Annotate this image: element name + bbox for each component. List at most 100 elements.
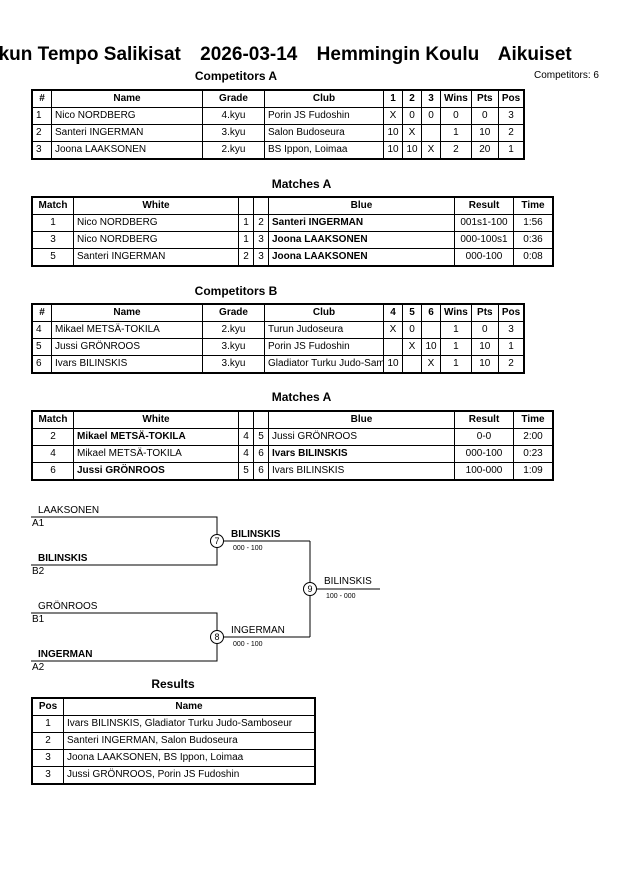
table-cell: 10 bbox=[421, 338, 441, 356]
table-cell: Santeri INGERMAN, Salon Budoseura bbox=[63, 732, 316, 750]
table-cell: 10 bbox=[383, 124, 403, 142]
table-cell: 0 bbox=[421, 107, 441, 125]
column-header: Time bbox=[513, 410, 554, 429]
table-cell: 1 bbox=[31, 214, 74, 232]
table-cell: 10 bbox=[470, 338, 499, 356]
tournament-date: 2026-03-14 bbox=[200, 44, 298, 65]
column-header: 3 bbox=[421, 89, 441, 108]
table-cell: Jussi GRÖNROOS bbox=[73, 462, 239, 481]
match-9-number: 9 bbox=[307, 584, 312, 594]
table-cell: Santeri INGERMAN bbox=[51, 124, 203, 142]
column-header: Club bbox=[264, 89, 384, 108]
table-cell: 1 bbox=[31, 715, 64, 733]
table-cell: 1 bbox=[238, 214, 254, 232]
table-cell: 2 bbox=[440, 141, 472, 160]
table-cell: 10 bbox=[470, 355, 499, 374]
table-cell: 0 bbox=[402, 107, 422, 125]
table-cell: 3.kyu bbox=[202, 338, 265, 356]
table-cell: Ivars BILINSKIS bbox=[268, 462, 455, 481]
table-cell: 1:09 bbox=[513, 462, 554, 481]
table-cell: 5 bbox=[253, 428, 269, 446]
table-cell: 1 bbox=[497, 338, 525, 356]
table-cell: 4 bbox=[31, 321, 52, 339]
table-cell: BS Ippon, Loimaa bbox=[264, 141, 384, 160]
table-cell: Mikael METSÄ-TOKILA bbox=[73, 428, 239, 446]
column-header bbox=[238, 410, 254, 429]
table-cell bbox=[402, 355, 422, 374]
table-cell: Ivars BILINSKIS bbox=[51, 355, 203, 374]
table-cell: 1 bbox=[440, 355, 472, 374]
table-cell: 1 bbox=[497, 141, 525, 160]
table-cell: 2 bbox=[497, 124, 525, 142]
column-header: Name bbox=[63, 697, 316, 716]
table-cell: Mikael METSÄ-TOKILA bbox=[51, 321, 203, 339]
table-cell: 1 bbox=[440, 124, 472, 142]
m8-score: 000 - 100 bbox=[233, 641, 263, 648]
m8-top-seed: B1 bbox=[32, 614, 45, 625]
match-8-number: 8 bbox=[214, 632, 219, 642]
column-header: Blue bbox=[268, 410, 455, 429]
column-header bbox=[238, 196, 254, 215]
column-header: 5 bbox=[402, 303, 422, 322]
table-cell: 0 bbox=[402, 321, 422, 339]
table-cell: 0-0 bbox=[454, 428, 514, 446]
table-cell: 0:36 bbox=[513, 231, 554, 249]
final-score: 100 - 000 bbox=[326, 593, 356, 600]
table-cell: 1 bbox=[440, 338, 472, 356]
table-cell bbox=[383, 338, 403, 356]
competitors-a-title: Competitors A bbox=[194, 69, 278, 83]
m8-winner-name: INGERMAN bbox=[231, 625, 285, 636]
column-header: 6 bbox=[421, 303, 441, 322]
table-cell: 6 bbox=[31, 355, 52, 374]
m7-winner-name: BILINSKIS bbox=[231, 529, 281, 540]
table-cell: 5 bbox=[238, 462, 254, 481]
table-cell: X bbox=[421, 355, 441, 374]
column-header: Name bbox=[51, 89, 203, 108]
table-cell: 0 bbox=[440, 107, 472, 125]
column-header: Grade bbox=[202, 303, 265, 322]
matches-a-title: Matches A bbox=[271, 177, 332, 191]
table-cell: 0:23 bbox=[513, 445, 554, 463]
column-header: Result bbox=[454, 196, 514, 215]
table-cell: Nico NORDBERG bbox=[73, 214, 239, 232]
column-header: Wins bbox=[440, 89, 472, 108]
column-header: Blue bbox=[268, 196, 455, 215]
column-header: 4 bbox=[383, 303, 403, 322]
table-cell: 6 bbox=[253, 445, 269, 463]
column-header: Pts bbox=[470, 89, 499, 108]
column-header: Pos bbox=[497, 303, 525, 322]
table-cell: 2.kyu bbox=[202, 321, 265, 339]
table-cell bbox=[421, 321, 441, 339]
table-cell: 3 bbox=[31, 141, 52, 160]
table-cell: 1 bbox=[31, 107, 52, 125]
table-cell: 1 bbox=[238, 231, 254, 249]
table-cell: X bbox=[421, 141, 441, 160]
m7-top-seed: A1 bbox=[32, 518, 45, 529]
elimination-bracket: 7 8 9 LAAKSONEN A1 BILINSKIS B2 BILINSKI… bbox=[31, 505, 380, 673]
table-cell: Ivars BILINSKIS bbox=[268, 445, 455, 463]
table-cell: Ivars BILINSKIS, Gladiator Turku Judo-Sa… bbox=[63, 715, 316, 733]
table-cell: 000-100 bbox=[454, 445, 514, 463]
table-cell: 0 bbox=[470, 321, 499, 339]
table-cell: Porin JS Fudoshin bbox=[264, 107, 384, 125]
m8-bottom-seed: A2 bbox=[32, 662, 45, 673]
final-winner-name: BILINSKIS bbox=[324, 576, 372, 587]
table-cell: Nico NORDBERG bbox=[51, 107, 203, 125]
table-cell: 3.kyu bbox=[202, 124, 265, 142]
table-cell: 000-100s1 bbox=[454, 231, 514, 249]
column-header: Pos bbox=[497, 89, 525, 108]
table-cell: Jussi GRÖNROOS, Porin JS Fudoshin bbox=[63, 766, 316, 785]
column-header: Match bbox=[31, 410, 74, 429]
